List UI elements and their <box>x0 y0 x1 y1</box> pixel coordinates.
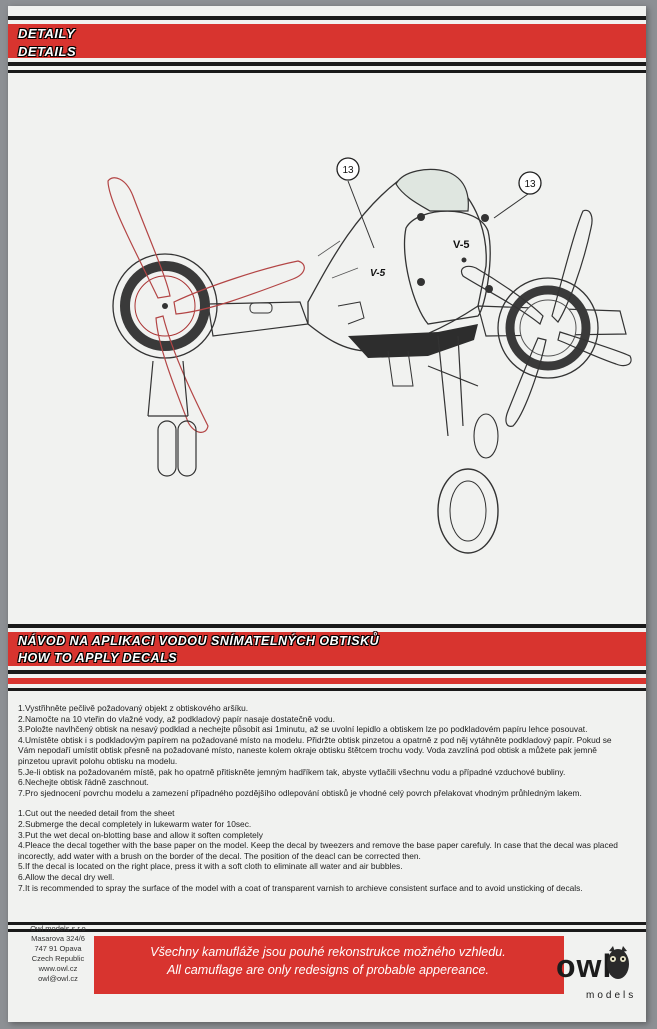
wing-vent <box>249 302 273 314</box>
nose-marking: V-5 <box>453 239 470 251</box>
left-prop-blade <box>173 260 305 315</box>
footer-stripe-top <box>8 922 646 925</box>
left-wing <box>207 301 309 337</box>
nose-cowling <box>403 210 491 325</box>
canopy <box>395 168 469 212</box>
left-prop-blade <box>107 177 171 299</box>
instruction-en-4b: incorectly, add water with a brush on th… <box>18 850 421 861</box>
section-stripe-bottom <box>8 688 646 691</box>
instructions-block: 1.Vystřihněte pečlivě požadovaný objekt … <box>18 703 638 893</box>
nose-light <box>461 257 467 263</box>
gun-port <box>417 278 425 286</box>
right-prop-blade <box>505 337 547 427</box>
gun-port <box>481 214 489 222</box>
right-prop-blade <box>460 265 544 325</box>
instruction-cz-2: 2.Namočte na 10 vteřin do vlažné vody, a… <box>18 713 335 724</box>
header-title-en: DETAILS <box>18 44 77 59</box>
company-email: owl@owl.cz <box>38 974 78 983</box>
main-wheel <box>437 468 499 554</box>
callout-line-left <box>347 180 375 249</box>
instruction-en-7: 7.It is recommended to spray the surface… <box>18 882 583 893</box>
callout-number-left: 13 <box>342 165 354 176</box>
rear-wheel <box>473 413 499 459</box>
footer-slogan-en: All camuflage are only redesigns of prob… <box>166 963 490 977</box>
header-stripe-bottom <box>8 62 646 66</box>
main-wheel-hub <box>449 480 487 542</box>
section-title-en: HOW TO APPLY DECALS <box>18 651 178 665</box>
instruction-en-6: 6.Allow the decal dry well. <box>18 871 115 882</box>
section-stripe-top <box>8 624 646 628</box>
callout-circle-right <box>518 171 542 195</box>
header-title-cz: DETAILY <box>18 26 76 41</box>
instruction-cz-5: 5.Je-li obtisk na požadovaném místě, pak… <box>18 766 566 777</box>
instruction-en-3: 3.Put the wet decal on-blotting base and… <box>18 829 263 840</box>
instruction-cz-6: 6.Nechejte obtisk řádně zaschnout. <box>18 777 149 788</box>
section-stripe-mid <box>8 670 646 674</box>
instruction-cz-1: 1.Vystřihněte pečlivě požadovaný objekt … <box>18 703 249 713</box>
right-prop-blade <box>557 331 632 367</box>
instruction-cz-4b: Vám nepodaří umístit obtisk přesně na po… <box>18 745 597 756</box>
owl-logo-subtitle: models <box>586 990 637 1001</box>
header-stripe-thin <box>8 70 646 73</box>
company-city: 747 91 Opava <box>34 944 82 953</box>
right-spinner <box>519 299 577 357</box>
decal-instruction-sheet: DETAILY DETAILS <box>8 6 646 1022</box>
company-address: Owl models s.r.o Masarova 324/6 747 91 O… <box>18 924 98 984</box>
section-red-band <box>8 632 646 666</box>
section-red-thin <box>8 678 646 684</box>
company-street: Masarova 324/6 <box>31 934 85 943</box>
company-web: www.owl.cz <box>38 964 78 973</box>
instruction-en-1: 1.Cut out the needed detail from the she… <box>18 808 175 819</box>
panel-line <box>337 301 365 325</box>
callout-circle-left <box>336 157 360 181</box>
footer-slogan-cz: Všechny kamufláže jsou pouhé rekonstrukc… <box>150 945 506 959</box>
instruction-en-5: 5.If the decal is located on the right p… <box>18 861 403 872</box>
right-prop-blade <box>551 209 593 323</box>
right-engine-ring <box>505 285 591 371</box>
instruction-cz-4c: pinzetou upravit polohu obtisku na model… <box>18 755 178 766</box>
right-wing <box>477 305 627 337</box>
left-gear-strut <box>147 360 189 417</box>
instruction-cz-3: 3.Položte navlhčený obtisk na nesavý pod… <box>18 724 588 735</box>
instruction-cz-7: 7.Pro sjednocení povrchu modelu a zameze… <box>18 787 582 798</box>
fuselage-marking: V-5 <box>370 268 386 279</box>
gun-port <box>417 213 425 221</box>
right-engine-cowling <box>497 277 599 379</box>
underside-stripe <box>348 324 478 358</box>
header-stripe-top <box>8 16 646 20</box>
panel-line <box>317 240 359 279</box>
footer-stripe-second <box>8 929 646 932</box>
instruction-en-4: 4.Pleace the decal together with the bas… <box>18 840 618 851</box>
gun-port <box>485 285 493 293</box>
instruction-cz-4: 4.Umístěte obtisk i s podkladovým papíre… <box>18 734 612 745</box>
left-spinner-hub <box>162 303 168 309</box>
left-wheel <box>157 420 177 477</box>
footer-red-band <box>94 936 564 994</box>
owl-icon <box>607 946 629 979</box>
company-country: Czech Republic <box>31 954 85 963</box>
aircraft-drawing: 13 13 V-5 V-5 <box>107 157 632 554</box>
gear-door <box>387 350 414 387</box>
left-engine-ring <box>120 261 210 351</box>
main-gear-strut <box>427 335 479 437</box>
instruction-en-2: 2.Submerge the decal completely in lukew… <box>18 818 252 829</box>
left-wheel <box>177 420 197 477</box>
callout-number-right: 13 <box>524 179 536 190</box>
section-title-cz: NÁVOD NA APLIKACI VODOU SNÍMATELNÝCH OBT… <box>18 634 380 648</box>
owl-logo-text: owl <box>556 948 613 984</box>
header-red-band <box>8 24 646 58</box>
callout-line-right <box>493 193 529 219</box>
company-name: Owl models s.r.o <box>30 924 86 933</box>
